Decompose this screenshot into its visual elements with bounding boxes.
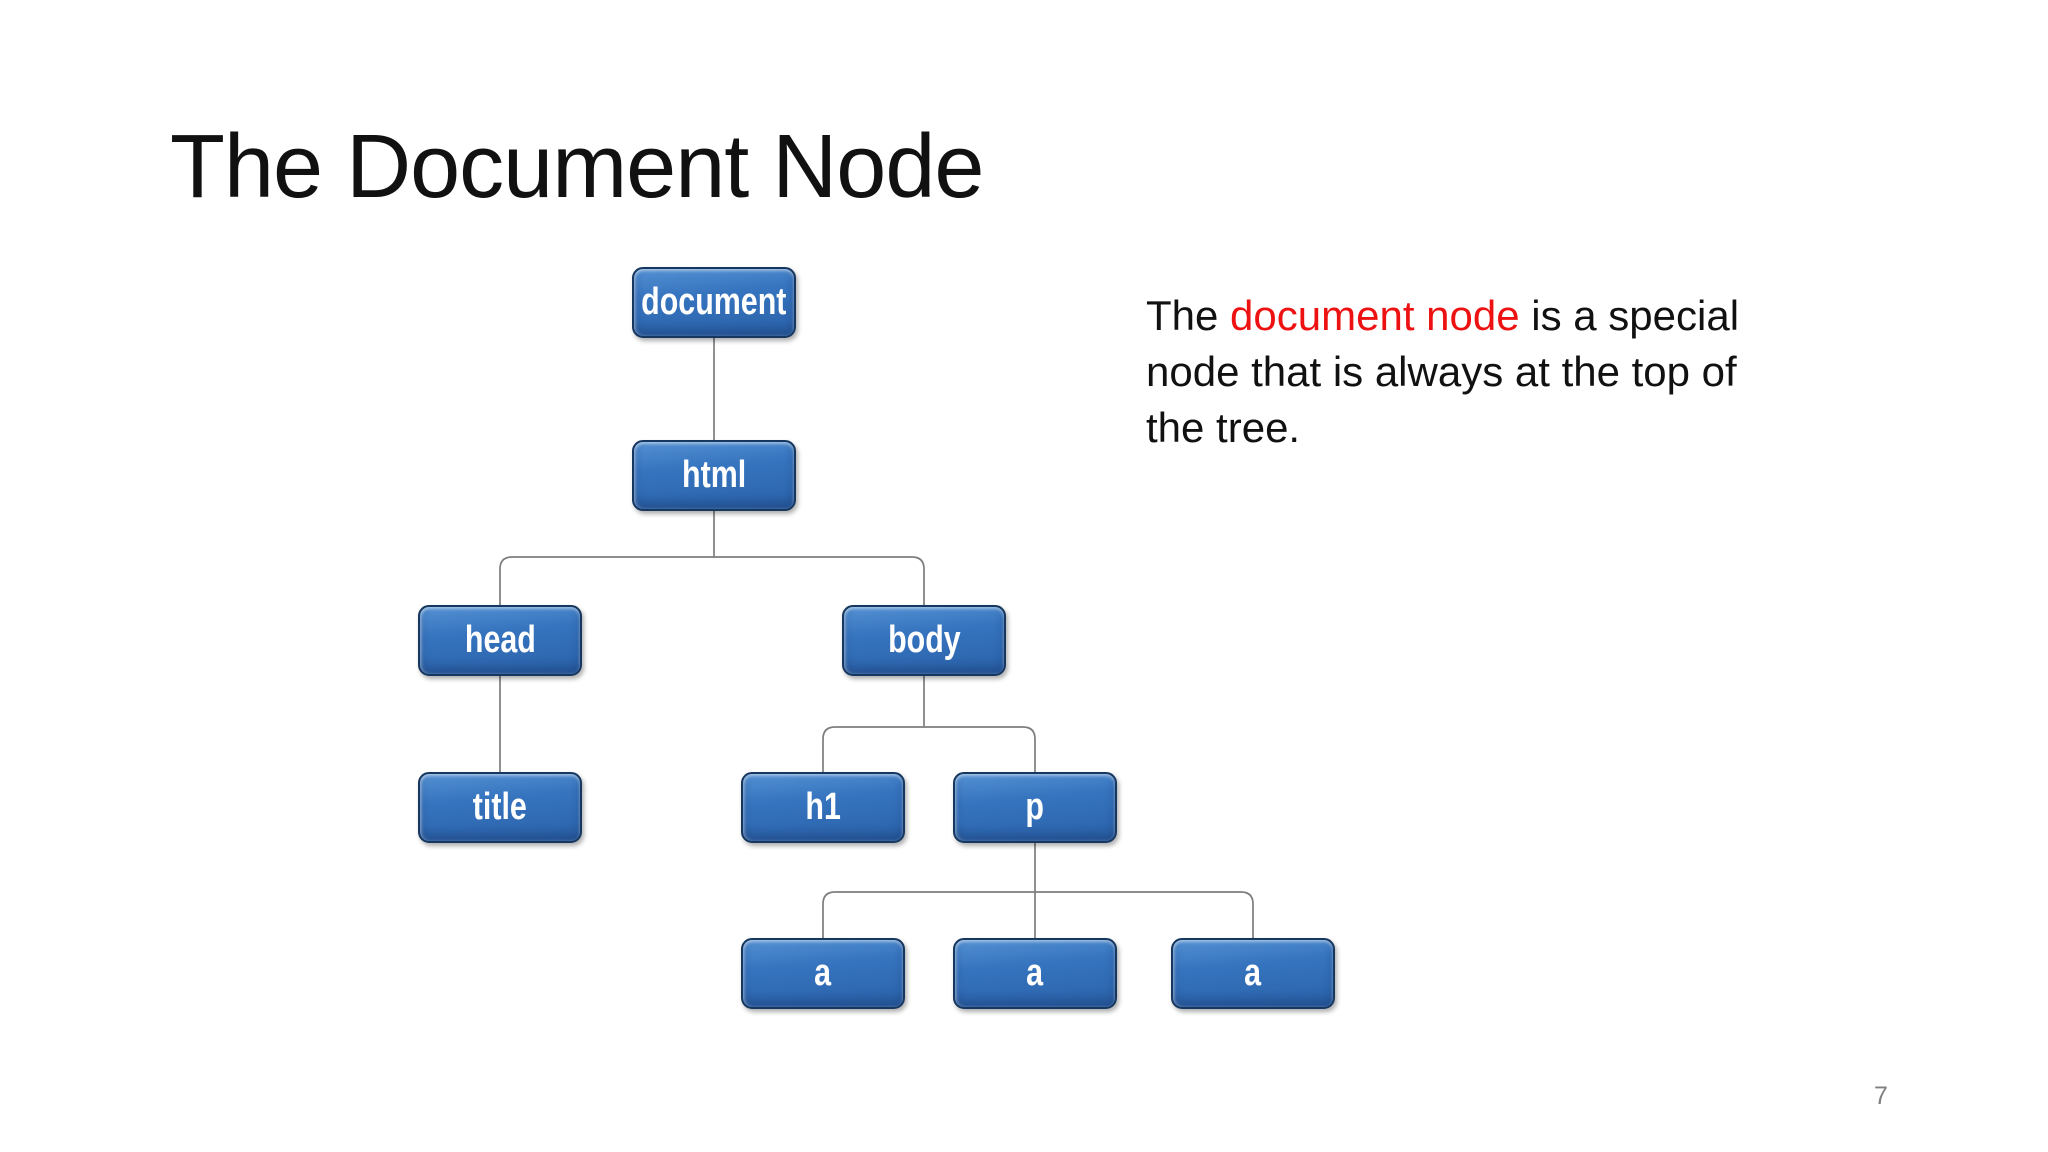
- annotation-line-2: node that is always at the top of: [1146, 348, 1737, 395]
- annotation-text: The document node is a special node that…: [1146, 288, 1846, 456]
- tree-node-title: title: [418, 772, 582, 843]
- tree-node-label: h1: [805, 786, 841, 828]
- tree-node-label: title: [472, 786, 528, 828]
- edge-p-a1-a3: [822, 891, 1254, 939]
- tree-node-a1: a: [741, 938, 905, 1009]
- edge-html-head-body: [499, 556, 925, 606]
- tree-node-html: html: [632, 440, 796, 511]
- tree-node-a3: a: [1171, 938, 1335, 1009]
- tree-node-p: p: [953, 772, 1117, 843]
- tree-node-h1: h1: [741, 772, 905, 843]
- tree-node-label: head: [464, 619, 536, 661]
- page-title: The Document Node: [170, 117, 984, 217]
- annotation-line1-post: is a special: [1519, 292, 1740, 339]
- tree-node-label: html: [681, 454, 747, 496]
- edge-body-h1-p: [822, 726, 1036, 773]
- tree-node-a2: a: [953, 938, 1117, 1009]
- tree-node-body: body: [842, 605, 1006, 676]
- tree-node-label: body: [887, 619, 961, 661]
- tree-node-label: a: [1026, 952, 1044, 994]
- tree-node-label: p: [1025, 786, 1045, 828]
- annotation-line-1: The document node is a special: [1146, 288, 1846, 344]
- annotation-line-3: the tree.: [1146, 404, 1301, 451]
- tree-node-label: a: [814, 952, 832, 994]
- page-number: 7: [1874, 1082, 1888, 1110]
- tree-node-head: head: [418, 605, 582, 676]
- tree-node-label: document: [641, 281, 787, 323]
- annotation-highlight: document node: [1230, 292, 1520, 339]
- annotation-line1-pre: The: [1146, 292, 1231, 339]
- tree-node-label: a: [1244, 952, 1262, 994]
- tree-node-document: document: [632, 267, 796, 338]
